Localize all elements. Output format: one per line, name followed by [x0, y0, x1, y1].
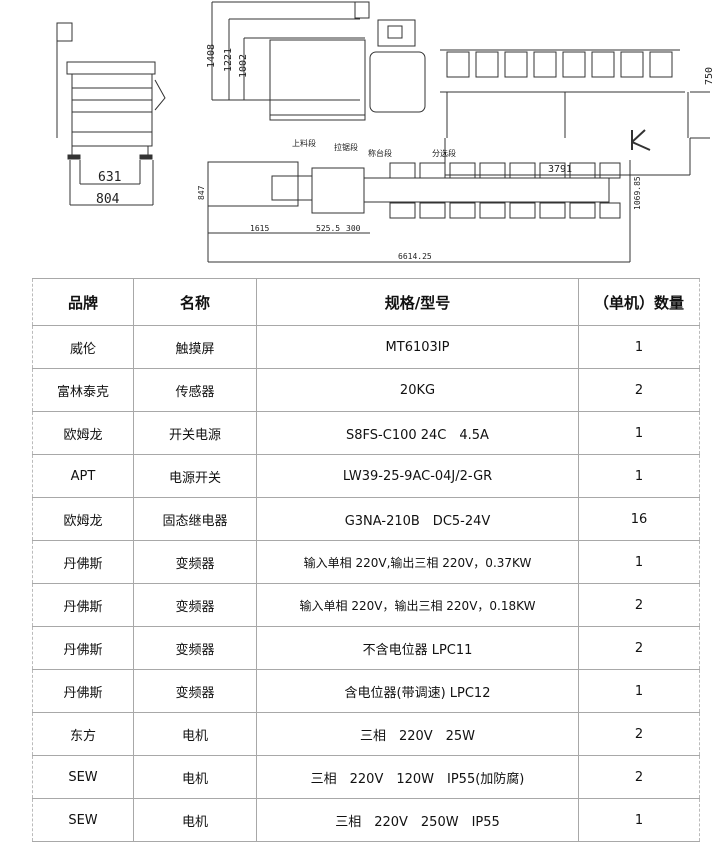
cell-brand: 东方	[32, 712, 134, 756]
cell-quantity: 1	[578, 798, 700, 842]
cell-spec: 输入单相 220V,输出三相 220V，0.37KW	[256, 540, 579, 584]
cell-quantity: 16	[578, 497, 700, 541]
cell-quantity: 2	[578, 368, 700, 412]
front-view: 3791 1408 1221 1002 750	[206, 1, 714, 176]
cell-quantity: 2	[578, 626, 700, 670]
cell-brand: APT	[32, 454, 134, 498]
cell-brand: 丹佛斯	[32, 540, 134, 584]
cell-brand: SEW	[32, 798, 134, 842]
dim-847: 847	[197, 185, 206, 200]
cell-brand: 富林泰克	[32, 368, 134, 412]
cell-spec: 三相 220V 120W IP55(加防腐)	[256, 755, 579, 799]
cell-quantity: 2	[578, 583, 700, 627]
header-brand: 品牌	[32, 278, 134, 326]
sorting-bins	[446, 51, 673, 78]
cell-name: 变频器	[133, 669, 257, 713]
cell-spec: G3NA-210B DC5-24V	[256, 497, 579, 541]
cell-spec: 不含电位器 LPC11	[256, 626, 579, 670]
machine-technical-drawing: 631 804 3791 1408 1221 1002 750 1615 525…	[56, 1, 714, 263]
header-spec: 规格/型号	[256, 278, 579, 326]
dim-1221: 1221	[223, 48, 234, 72]
dim-1069-85: 1069.85	[633, 176, 642, 210]
dim-750: 750	[704, 67, 714, 85]
cell-brand: 丹佛斯	[32, 626, 134, 670]
label-feeding-section: 上料段	[292, 138, 316, 148]
header-name: 名称	[133, 278, 257, 326]
header-quantity: （单机）数量	[578, 278, 700, 326]
cell-quantity: 1	[578, 325, 700, 369]
cell-name: 电机	[133, 755, 257, 799]
table-header-row: 品牌 名称 规格/型号 （单机）数量	[32, 278, 700, 326]
cell-quantity: 2	[578, 712, 700, 756]
label-saw-section: 拉锯段	[334, 142, 358, 152]
cell-spec: LW39-25-9AC-04J/2-GR	[256, 454, 579, 498]
cell-quantity: 1	[578, 669, 700, 713]
dim-631: 631	[98, 170, 121, 185]
cell-name: 传感器	[133, 368, 257, 412]
cell-quantity: 2	[578, 755, 700, 799]
cell-brand: 丹佛斯	[32, 583, 134, 627]
plan-bins	[389, 162, 621, 219]
cell-quantity: 1	[578, 540, 700, 584]
side-view: 631 804	[56, 22, 166, 207]
cell-brand: 欧姆龙	[32, 497, 134, 541]
cell-spec: 三相 220V 250W IP55	[256, 798, 579, 842]
plan-view: 1615 525.5 300 6614.25 847 1069.85 上料段 拉…	[197, 138, 642, 263]
dim-1002: 1002	[238, 54, 249, 78]
cell-name: 变频器	[133, 540, 257, 584]
cell-brand: 欧姆龙	[32, 411, 134, 455]
dim-1615: 1615	[250, 224, 269, 233]
cell-name: 电源开关	[133, 454, 257, 498]
cell-spec: 含电位器(带调速) LPC12	[256, 669, 579, 713]
dim-804: 804	[96, 192, 120, 207]
cell-brand: SEW	[32, 755, 134, 799]
cell-spec: 20KG	[256, 368, 579, 412]
dim-525-5: 525.5	[316, 224, 340, 233]
cell-name: 开关电源	[133, 411, 257, 455]
cell-brand: 丹佛斯	[32, 669, 134, 713]
cell-quantity: 1	[578, 411, 700, 455]
cell-spec: 三相 220V 25W	[256, 712, 579, 756]
cell-name: 变频器	[133, 626, 257, 670]
dim-300: 300	[346, 224, 361, 233]
cell-spec: 输入单相 220V，输出三相 220V，0.18KW	[256, 583, 579, 627]
cell-spec: MT6103IP	[256, 325, 579, 369]
cell-brand: 威伦	[32, 325, 134, 369]
cell-name: 固态继电器	[133, 497, 257, 541]
label-weighing-section: 称台段	[368, 148, 392, 158]
cell-name: 电机	[133, 712, 257, 756]
cell-name: 触摸屏	[133, 325, 257, 369]
dim-6614-25: 6614.25	[398, 252, 432, 261]
cell-quantity: 1	[578, 454, 700, 498]
dim-1408: 1408	[206, 44, 217, 68]
cell-name: 电机	[133, 798, 257, 842]
dim-3791: 3791	[548, 164, 572, 175]
cell-name: 变频器	[133, 583, 257, 627]
cell-spec: S8FS-C100 24C 4.5A	[256, 411, 579, 455]
label-sorting-section: 分选段	[432, 148, 456, 158]
